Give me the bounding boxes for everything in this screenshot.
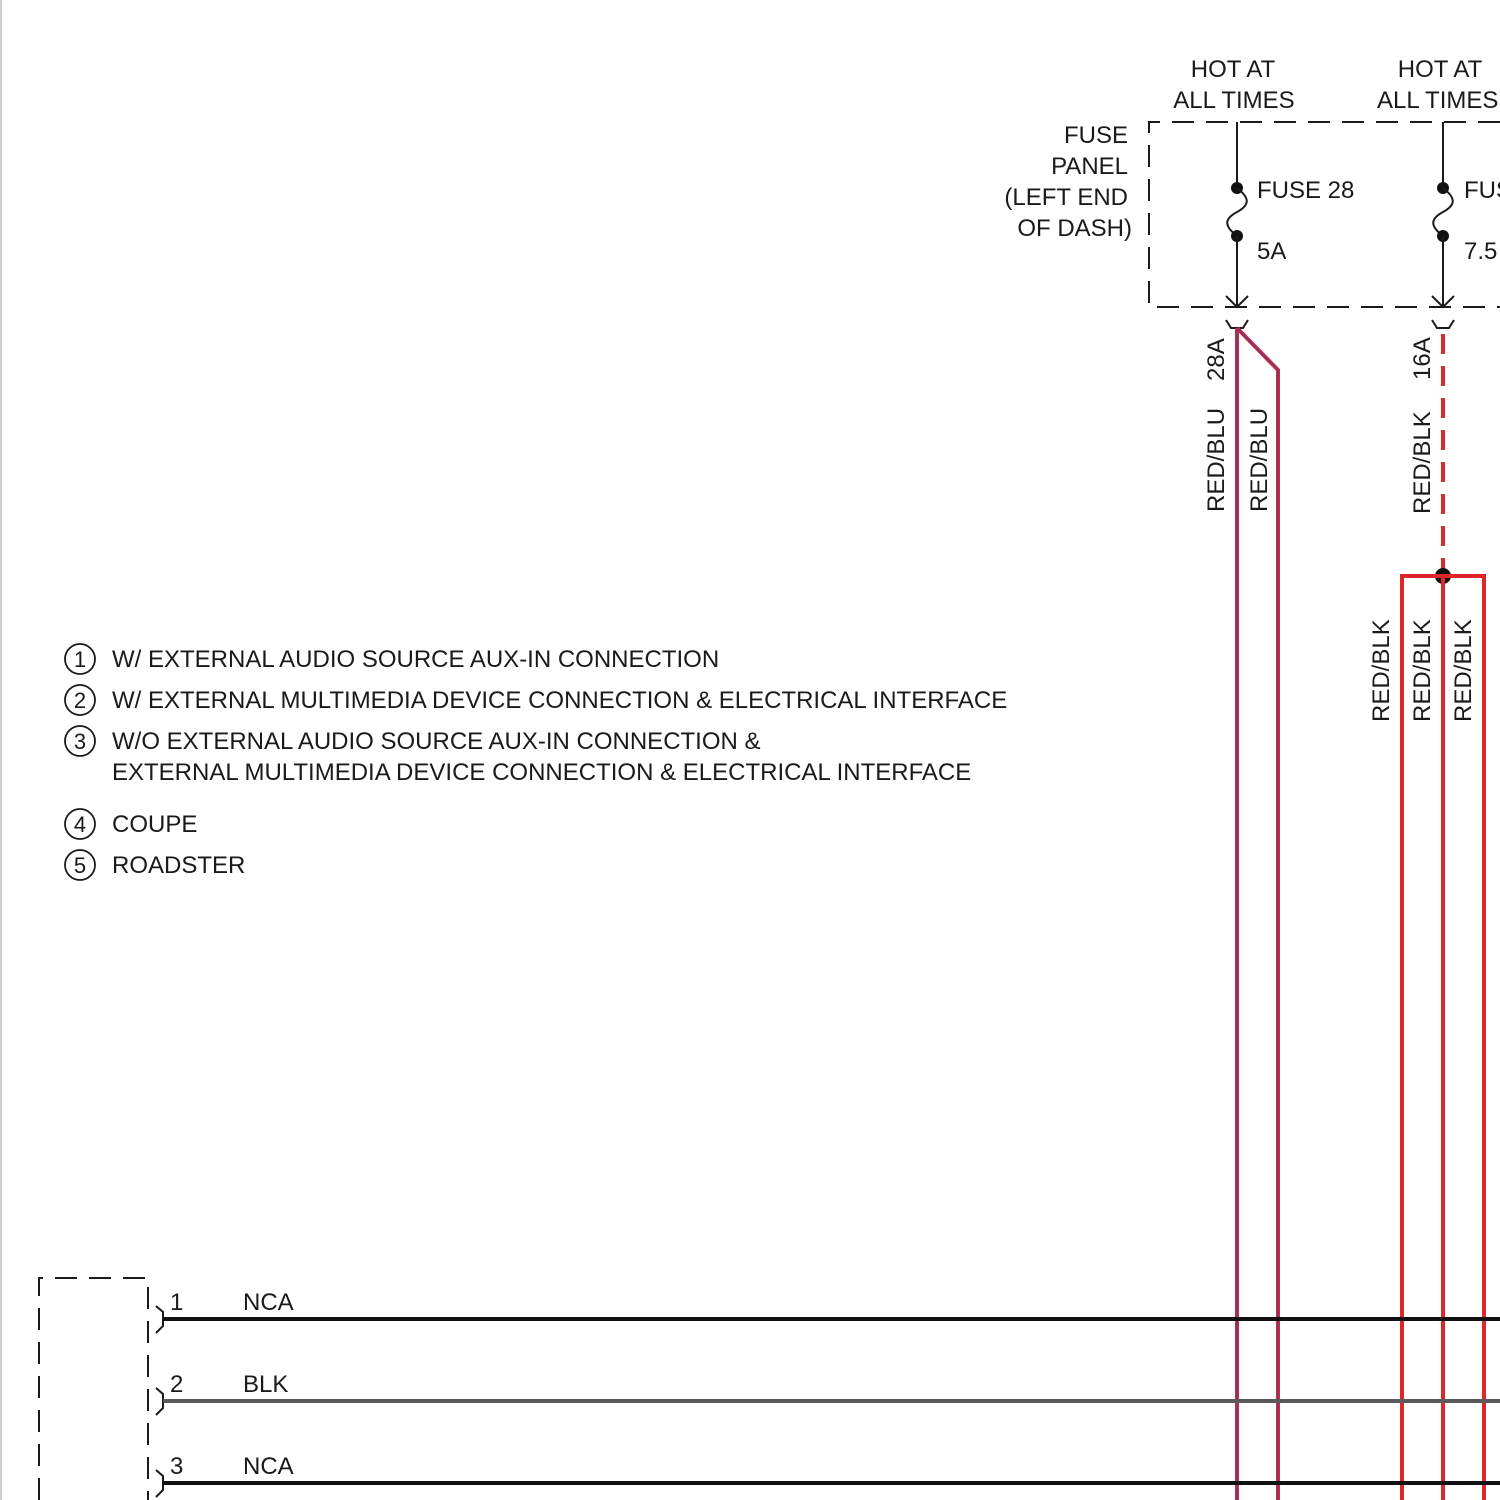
- connector-outline: [39, 1278, 148, 1500]
- legend-item-2: 2 W/ EXTERNAL MULTIMEDIA DEVICE CONNECTI…: [65, 685, 1007, 715]
- fuse-28-hot-line-1: HOT AT: [1191, 56, 1276, 83]
- red-blk-branch-label-2: RED/BLK: [1409, 619, 1436, 722]
- legend-text: W/ EXTERNAL MULTIMEDIA DEVICE CONNECTION…: [112, 687, 1007, 714]
- circuit-16a-label: 16A: [1409, 337, 1436, 380]
- legend-item-5: 5 ROADSTER: [65, 850, 245, 880]
- fuse-panel-name-line-2: PANEL: [1051, 153, 1128, 180]
- legend-item-3: 3 W/O EXTERNAL AUDIO SOURCE AUX-IN CONNE…: [65, 726, 971, 786]
- connector-block: 1 NCA 2 BLK 3 NCA: [39, 1278, 1500, 1500]
- legend-text: ROADSTER: [112, 852, 245, 879]
- connector-pin-1: 1 NCA: [156, 1289, 1500, 1333]
- fuse-second-rating: 7.5: [1464, 238, 1497, 265]
- fuse-panel-outline: [1149, 122, 1500, 307]
- fuse-28-connector-pin: [1226, 320, 1248, 328]
- red-blk-wire-label-main: RED/BLK: [1409, 411, 1436, 514]
- fuse-panel: FUSE PANEL (LEFT END OF DASH): [1004, 122, 1500, 307]
- fuse-second-label: FUS: [1464, 177, 1500, 204]
- fuse-second-element: [1433, 188, 1453, 236]
- fuse-28-label: FUSE 28: [1257, 177, 1354, 204]
- legend-text: COUPE: [112, 811, 197, 838]
- fuse-panel-name-line-3: (LEFT END: [1004, 184, 1128, 211]
- fuse-panel-name-line-4: OF DASH): [1017, 215, 1132, 242]
- fuse-28: HOT AT ALL TIMES FUSE 28 5A: [1173, 56, 1354, 328]
- circuit-28a-label: 28A: [1203, 338, 1230, 381]
- fuse-second-hot-line-1: HOT AT: [1398, 56, 1483, 83]
- pin-1-wire-label: NCA: [243, 1289, 294, 1316]
- legend-number: 3: [74, 729, 86, 754]
- pin-2-number: 2: [170, 1371, 183, 1398]
- connector-pin-3: 3 NCA: [156, 1453, 1500, 1497]
- pin-3-wire-label: NCA: [243, 1453, 294, 1480]
- legend-number: 2: [74, 688, 86, 713]
- pin-1-terminal: [156, 1306, 163, 1333]
- fuse-28-rating: 5A: [1257, 238, 1286, 265]
- fuse-second-hot-line-2: ALL TIMES: [1377, 87, 1498, 114]
- red-blk-branch-label-3: RED/BLK: [1450, 619, 1477, 722]
- legend-text: W/ EXTERNAL AUDIO SOURCE AUX-IN CONNECTI…: [112, 646, 719, 673]
- legend-number: 5: [74, 853, 86, 878]
- fuse-28-element: [1227, 188, 1247, 236]
- legend-number: 4: [74, 812, 86, 837]
- legend-text-line-2: EXTERNAL MULTIMEDIA DEVICE CONNECTION & …: [112, 759, 971, 786]
- fuse-second: HOT AT ALL TIMES FUS 7.5: [1377, 56, 1500, 328]
- fuse-panel-name-line-1: FUSE: [1064, 122, 1128, 149]
- pin-1-number: 1: [170, 1289, 183, 1316]
- pin-3-terminal: [156, 1470, 163, 1497]
- red-blu-wire-label-branch: RED/BLU: [1246, 408, 1273, 512]
- pin-3-number: 3: [170, 1453, 183, 1480]
- pin-2-wire-label: BLK: [243, 1371, 288, 1398]
- red-blu-wire-label-main: RED/BLU: [1203, 408, 1230, 512]
- fuse-28-hot-line-2: ALL TIMES: [1173, 87, 1294, 114]
- red-blk-branch-label-1: RED/BLK: [1368, 619, 1395, 722]
- connector-pin-2: 2 BLK: [156, 1371, 1500, 1415]
- legend-item-1: 1 W/ EXTERNAL AUDIO SOURCE AUX-IN CONNEC…: [65, 644, 719, 674]
- circuit-28a-wires: 28A RED/BLU RED/BLU: [1203, 328, 1278, 1500]
- circuit-16a-wires: 16A RED/BLK RED/BLK RED/BLK RED/BLK: [1368, 334, 1484, 1500]
- fuse-second-connector-pin: [1432, 320, 1454, 328]
- legend-number: 1: [74, 647, 86, 672]
- legend-text-line-1: W/O EXTERNAL AUDIO SOURCE AUX-IN CONNECT…: [112, 728, 761, 755]
- pin-2-terminal: [156, 1388, 163, 1415]
- legend: 1 W/ EXTERNAL AUDIO SOURCE AUX-IN CONNEC…: [65, 644, 1007, 880]
- legend-item-4: 4 COUPE: [65, 809, 197, 839]
